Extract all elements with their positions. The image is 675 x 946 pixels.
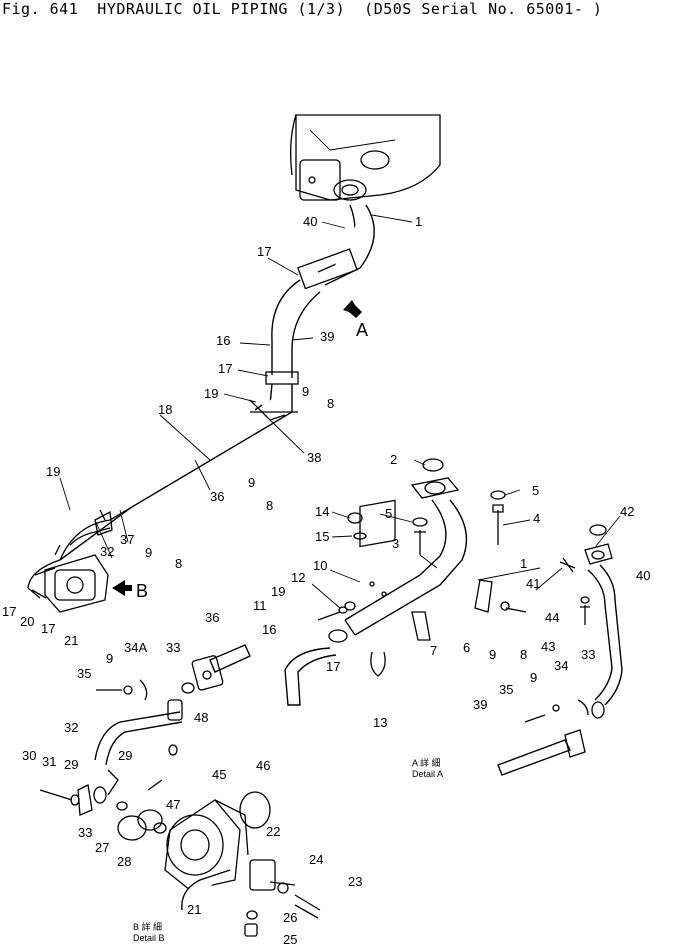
label-32: 32: [64, 720, 78, 735]
label-1: 1: [415, 214, 422, 229]
label-5: 5: [532, 483, 539, 498]
label-2: 2: [390, 452, 397, 467]
label-10: 10: [313, 558, 327, 573]
label-17: 17: [218, 361, 232, 376]
label-5: 5: [385, 506, 392, 521]
label-21: 21: [187, 902, 201, 917]
label-4: 4: [533, 511, 540, 526]
label-26: 26: [283, 910, 297, 925]
label-13: 13: [373, 715, 387, 730]
label-21: 21: [64, 633, 78, 648]
label-37: 37: [120, 532, 134, 547]
detail-b-caption: Detail B: [133, 933, 165, 943]
label-40: 40: [303, 214, 317, 229]
label-45: 45: [212, 767, 226, 782]
label-43: 43: [541, 639, 555, 654]
label-46: 46: [256, 758, 270, 773]
label-33: 33: [166, 640, 180, 655]
label-35: 35: [499, 682, 513, 697]
label-38: 38: [307, 450, 321, 465]
label-42: 42: [620, 504, 634, 519]
label-20: 20: [20, 614, 34, 629]
label-16: 16: [216, 333, 230, 348]
hydraulic-tank: [290, 114, 441, 201]
label-36: 36: [205, 610, 219, 625]
label-39: 39: [473, 697, 487, 712]
label-17: 17: [326, 659, 340, 674]
view-arrow-a: A: [343, 300, 368, 340]
label-3: 3: [392, 536, 399, 551]
label-32: 32: [100, 544, 114, 559]
label-17: 17: [41, 621, 55, 636]
label-47: 47: [166, 797, 180, 812]
label-33: 33: [78, 825, 92, 840]
label-9: 9: [145, 545, 152, 560]
label-48: 48: [194, 710, 208, 725]
pipe-40-assembly: [497, 524, 623, 776]
pipe-36-assembly: [94, 644, 251, 766]
detail-b-caption-jp: B 詳 細: [133, 921, 162, 932]
label-24: 24: [309, 852, 323, 867]
label-40: 40: [636, 568, 650, 583]
label-8: 8: [266, 498, 273, 513]
label-17: 17: [2, 604, 16, 619]
label-29: 29: [118, 748, 132, 763]
label-36: 36: [210, 489, 224, 504]
label-8: 8: [175, 556, 182, 571]
label-25: 25: [283, 932, 297, 946]
label-14: 14: [315, 504, 329, 519]
figure-title: Fig. 641 HYDRAULIC OIL PIPING (1/3) (D50…: [2, 0, 603, 18]
label-17: 17: [257, 244, 271, 259]
label-31: 31: [42, 754, 56, 769]
label-9: 9: [489, 647, 496, 662]
label-23: 23: [348, 874, 362, 889]
label-34: 34: [554, 658, 568, 673]
label-16: 16: [262, 622, 276, 637]
label-11: 11: [253, 598, 267, 613]
pump-assembly-b: [31, 510, 113, 613]
label-6: 6: [463, 640, 470, 655]
label-18: 18: [158, 402, 172, 417]
label-9: 9: [530, 670, 537, 685]
view-a-label: A: [356, 320, 368, 340]
label-9: 9: [248, 475, 255, 490]
view-b-label: B: [136, 581, 148, 601]
label-12: 12: [291, 570, 305, 585]
leader-lines: [59, 214, 621, 609]
detail-a-caption-jp: A 詳 細: [412, 757, 441, 768]
label-44: 44: [545, 610, 559, 625]
label-41: 41: [526, 576, 540, 591]
label-8: 8: [327, 396, 334, 411]
pump-45-detail-b: [39, 744, 321, 937]
label-28: 28: [117, 854, 131, 869]
label-19: 19: [204, 386, 218, 401]
label-34a: 34A: [124, 640, 147, 655]
label-15: 15: [315, 529, 329, 544]
label-8: 8: [520, 647, 527, 662]
detail-captions: A 詳 細 Detail A B 詳 細 Detail B: [133, 757, 443, 943]
return-pipe-assembly: [284, 458, 527, 706]
detail-a-caption: Detail A: [412, 769, 443, 779]
label-9: 9: [106, 651, 113, 666]
label-9: 9: [302, 384, 309, 399]
label-19: 19: [271, 584, 285, 599]
label-35: 35: [77, 666, 91, 681]
part-labels: 1 40 17 16 39 17 19 9 8 18 38 9 36 8 19 …: [2, 214, 650, 946]
label-7: 7: [430, 643, 437, 658]
label-22: 22: [266, 824, 280, 839]
label-29: 29: [64, 757, 78, 772]
label-33: 33: [581, 647, 595, 662]
label-39: 39: [320, 329, 334, 344]
view-arrow-b: B: [112, 580, 148, 601]
label-19: 19: [46, 464, 60, 479]
label-1: 1: [520, 556, 527, 571]
label-27: 27: [95, 840, 109, 855]
label-30: 30: [22, 748, 36, 763]
